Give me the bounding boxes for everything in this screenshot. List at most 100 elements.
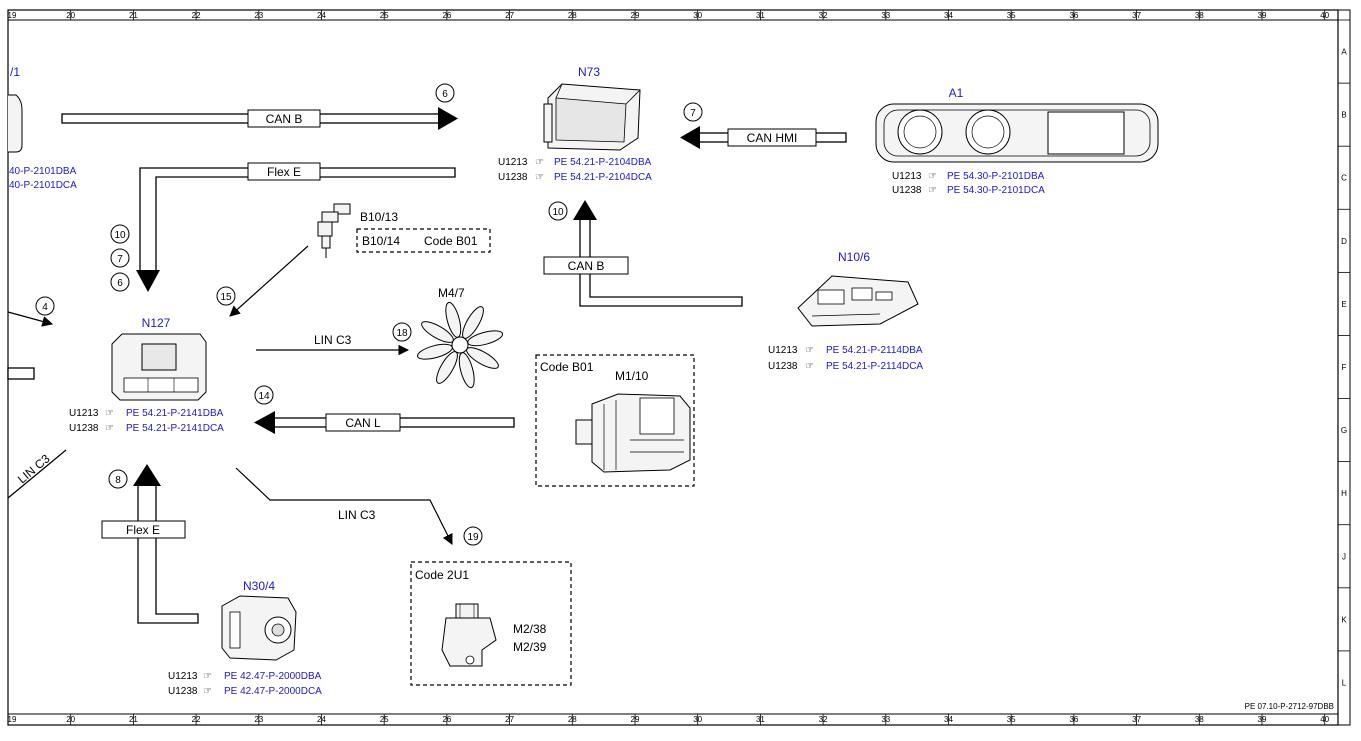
- flex-e-bottom-bus[interactable]: Flex E: [101, 464, 199, 624]
- marker-8: 8: [108, 469, 128, 489]
- lin-c3-left-connection[interactable]: LIN C3: [7, 449, 67, 499]
- n10-6-ref-1[interactable]: PE 54.21-P-2114DBA: [826, 345, 923, 356]
- top-ruler-number: 33: [881, 11, 890, 20]
- top-ruler-number: 28: [568, 11, 577, 20]
- b10-code: Code B01: [424, 234, 478, 248]
- can-b-mid-arrowhead: [573, 200, 597, 220]
- can-l-label-box: [325, 413, 401, 432]
- a1-ref-1[interactable]: PE 54.30-P-2101DBA: [947, 171, 1045, 182]
- a1-code-2: U1238: [892, 185, 922, 196]
- a1-ref-2[interactable]: PE 54.30-P-2101DCA: [947, 185, 1045, 196]
- svg-text:14: 14: [258, 391, 270, 402]
- can-hmi-bus[interactable]: CAN HMI: [680, 126, 847, 149]
- component-n127[interactable]: N127 U1213 ☞ PE 54.21-P-2141DBA U1238 ☞ …: [69, 316, 224, 434]
- lin-c3-left-line: [7, 449, 67, 499]
- lin-c3-bottom-connection[interactable]: LIN C3: [235, 467, 453, 545]
- svg-text:8: 8: [115, 475, 121, 486]
- bottom-ruler-number: 25: [380, 715, 389, 724]
- left-cut-ref-2[interactable]: 40-P-2101DCA: [9, 180, 77, 191]
- flex-e-top-bus[interactable]: Flex E: [136, 162, 456, 292]
- n10-6-name: N10/6: [838, 250, 870, 264]
- can-hmi-label: CAN HMI: [747, 131, 798, 145]
- component-n73[interactable]: N73 U1213 ☞ PE 54.21-P-2104DBA U1238 ☞ P…: [498, 65, 652, 183]
- top-ruler-number: 36: [1069, 11, 1078, 20]
- bottom-ruler-number: 23: [254, 715, 263, 724]
- top-ruler-number: 40: [1320, 11, 1329, 20]
- flex-e-top-line: [139, 167, 456, 273]
- side-ruler-letter: H: [1341, 489, 1347, 498]
- sensor-icon: [317, 203, 351, 258]
- top-ruler-number: 22: [192, 11, 201, 20]
- component-m2[interactable]: Code 2U1 M2/38 M2/39: [410, 561, 572, 686]
- n73-ref-2[interactable]: PE 54.21-P-2104DCA: [554, 172, 652, 183]
- lin-c3-fan-label: LIN C3: [314, 333, 352, 347]
- lin-c3-bottom-line: [235, 467, 453, 545]
- n127-name: N127: [142, 316, 171, 330]
- n10-6-code-2: U1238: [768, 361, 798, 372]
- flex-e-bottom-label-box: [101, 520, 186, 539]
- arrow-4-connection[interactable]: [7, 311, 54, 380]
- n73-book-icon-1: ☞: [535, 157, 544, 168]
- top-ruler-number: 19: [8, 11, 17, 20]
- m2-code: Code 2U1: [415, 568, 469, 582]
- left-cut-ref-1[interactable]: 40-P-2101DBA: [9, 166, 77, 177]
- component-a1[interactable]: A1 U1213 ☞ PE 54.30-P-2101DBA U1238 ☞ PE…: [875, 86, 1159, 196]
- alternator-icon: [575, 393, 691, 473]
- can-l-bus[interactable]: CAN L: [254, 411, 515, 434]
- bottom-ruler-number: 19: [8, 715, 17, 724]
- can-b-top-label-box: [247, 109, 321, 128]
- n30-4-ref-2[interactable]: PE 42.47-P-2000DCA: [224, 686, 322, 697]
- side-ruler-letter: J: [1342, 552, 1346, 561]
- b10-14-name: B10/14: [362, 234, 400, 248]
- n30-4-code-1: U1213: [168, 671, 198, 682]
- component-b10[interactable]: B10/13 B10/14 Code B01: [317, 203, 491, 258]
- arrow-15-line: [229, 245, 309, 317]
- marker-19: 19: [463, 526, 483, 546]
- can-b-top-bus[interactable]: CAN B: [61, 107, 458, 130]
- n127-ref-2[interactable]: PE 54.21-P-2141DCA: [126, 423, 224, 434]
- can-b-mid-bus[interactable]: CAN B: [543, 200, 743, 307]
- side-ruler-letter: G: [1341, 426, 1347, 435]
- n10-6-module-icon: [797, 275, 919, 327]
- side-ruler-letter: B: [1341, 111, 1346, 120]
- n73-code-1: U1213: [498, 157, 528, 168]
- bottom-ruler-number: 28: [568, 715, 577, 724]
- svg-text:6: 6: [442, 89, 448, 100]
- top-ruler-number: 24: [317, 11, 326, 20]
- top-ruler-number: 32: [819, 11, 828, 20]
- marker-18: 18: [392, 322, 412, 342]
- instrument-cluster-icon: [875, 103, 1159, 163]
- bottom-ruler-number: 40: [1320, 715, 1329, 724]
- component-n30-4[interactable]: N30/4 U1213 ☞ PE 42.47-P-2000DBA U1238 ☞…: [168, 579, 322, 697]
- bottom-ruler-number: 35: [1007, 715, 1016, 724]
- bottom-ruler-number: 39: [1258, 715, 1267, 724]
- n30-4-ref-1[interactable]: PE 42.47-P-2000DBA: [224, 671, 322, 682]
- bottom-ruler-number: 30: [693, 715, 702, 724]
- arrow-4-line: [7, 311, 54, 327]
- lin-c3-fan-connection[interactable]: LIN C3: [256, 333, 410, 356]
- component-m4-7[interactable]: M4/7: [416, 286, 504, 389]
- left-cut-component[interactable]: /1 40-P-2101DBA 40-P-2101DCA: [8, 65, 77, 191]
- b10-13-name: B10/13: [360, 210, 398, 224]
- n10-6-ref-2[interactable]: PE 54.21-P-2114DCA: [826, 361, 923, 372]
- flex-e-top-label-box: [247, 162, 321, 181]
- component-n10-6[interactable]: N10/6 U1213 ☞ PE 54.21-P-2114DBA U1238 ☞…: [768, 250, 923, 372]
- top-ruler-number: 34: [944, 11, 953, 20]
- marker-4: 4: [35, 296, 55, 316]
- lin-c3-left-label: LIN C3: [15, 451, 53, 486]
- top-ruler-number: 30: [693, 11, 702, 20]
- n127-ref-1[interactable]: PE 54.21-P-2141DBA: [126, 408, 224, 419]
- arrow-15-connection[interactable]: [229, 245, 309, 317]
- bottom-ruler-number: 37: [1132, 715, 1141, 724]
- component-m1-10[interactable]: Code B01 M1/10: [535, 354, 695, 487]
- svg-text:19: 19: [467, 532, 479, 543]
- n73-ref-1[interactable]: PE 54.21-P-2104DBA: [554, 157, 652, 168]
- top-ruler-number: 31: [756, 11, 765, 20]
- flex-e-top-label: Flex E: [267, 165, 301, 179]
- n73-module-icon: [543, 83, 641, 151]
- fan-icon: [416, 301, 504, 389]
- top-ruler-number: 39: [1258, 11, 1267, 20]
- n30-4-book-icon-2: ☞: [203, 686, 212, 697]
- can-l-arrowhead: [254, 411, 275, 434]
